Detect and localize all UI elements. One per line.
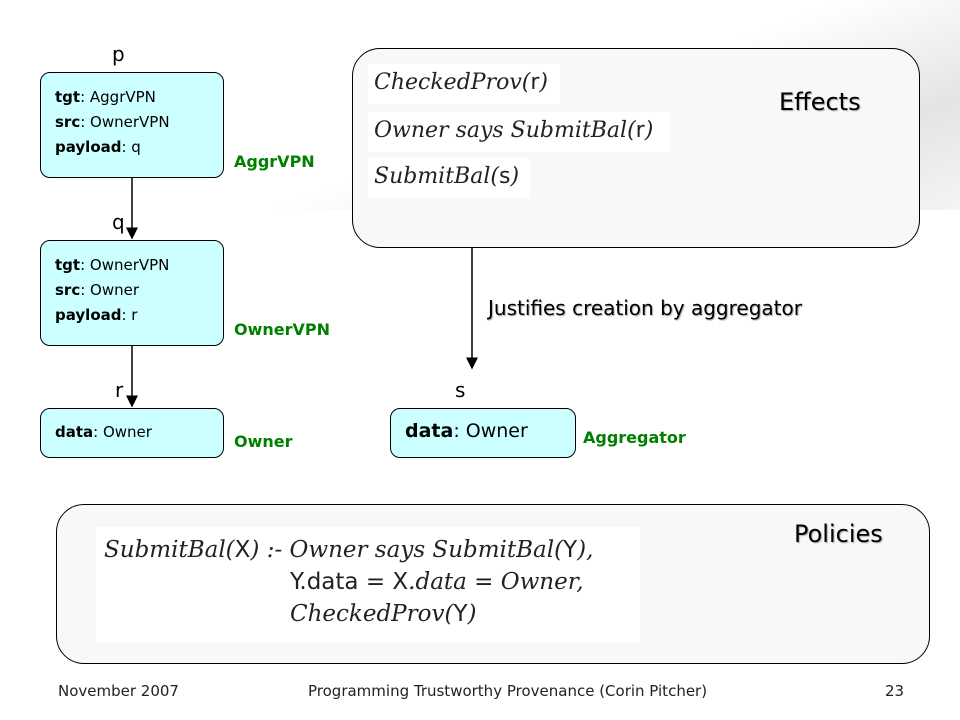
policy-text: .data =	[299, 569, 393, 595]
field-key: payload	[55, 138, 122, 156]
packet-label-s: s	[455, 378, 466, 402]
field-value: : Owner	[453, 420, 528, 442]
field-value: : AggrVPN	[80, 88, 156, 106]
effects-title: Effects	[779, 88, 861, 116]
packet-r: data: Owner	[40, 408, 224, 458]
packet-label-q: q	[112, 210, 125, 234]
packet-p: tgt: AggrVPN src: OwnerVPN payload: q	[40, 72, 224, 178]
field-value: : OwnerVPN	[80, 113, 170, 131]
field-key: tgt	[55, 256, 81, 274]
effect-close: )	[510, 164, 520, 189]
field-key: payload	[55, 306, 122, 324]
field-key: src	[55, 281, 81, 299]
policy-line-3: CheckedProv(Y)	[290, 601, 477, 627]
owner-label-ownervpn: OwnerVPN	[234, 320, 331, 339]
policies-title: Policies	[794, 520, 883, 548]
effect-owner-says-submitbal: Owner says SubmitBal(r)	[368, 112, 670, 152]
policy-var: Y	[290, 569, 300, 595]
effect-predicate: CheckedProv(	[374, 70, 531, 95]
footer-title: Programming Trustworthy Provenance (Cori…	[308, 682, 708, 700]
policy-text: )	[467, 601, 477, 627]
field-key: data	[405, 420, 454, 442]
footer-page-number: 23	[885, 682, 905, 700]
packet-label-r: r	[115, 378, 124, 402]
owner-label-aggrvpn: AggrVPN	[234, 152, 315, 171]
policy-text: .data = Owner,	[408, 569, 584, 595]
field-value: : Owner	[93, 423, 152, 441]
effect-argument: r	[530, 70, 540, 95]
field-value: : q	[121, 138, 141, 156]
packet-q: tgt: OwnerVPN src: Owner payload: r	[40, 240, 224, 346]
policy-text: CheckedProv(	[290, 601, 454, 627]
policy-rule: SubmitBal(X) :- Owner says SubmitBal(Y),…	[96, 527, 640, 642]
effect-predicate: SubmitBal(	[374, 164, 499, 189]
policy-var: X	[392, 569, 409, 595]
effect-argument: s	[498, 164, 511, 189]
effect-argument: r	[635, 118, 645, 143]
field-key: src	[55, 113, 81, 131]
field-value: : Owner	[80, 281, 140, 299]
justification-text: Justifies creation by aggregator	[488, 296, 802, 320]
policy-var: Y	[563, 537, 578, 563]
policy-text: ) :- Owner says SubmitBal(	[250, 537, 564, 563]
policy-line-2: Y.data = X.data = Owner,	[290, 569, 584, 595]
policy-var: Y	[453, 601, 468, 627]
effect-close: )	[644, 118, 654, 143]
packet-label-p: p	[112, 42, 125, 66]
effect-predicate: Owner says SubmitBal(	[374, 118, 636, 143]
effect-checkedprov: CheckedProv(r)	[368, 64, 560, 104]
effect-close: )	[539, 70, 548, 95]
policy-text: ),	[577, 537, 594, 563]
footer-date: November 2007	[58, 682, 179, 700]
policy-var: X	[234, 537, 251, 563]
effect-submitbal-s: SubmitBal(s)	[368, 158, 530, 198]
policy-line-1: SubmitBal(X) :- Owner says SubmitBal(Y),	[104, 537, 593, 563]
owner-label-owner: Owner	[234, 432, 293, 451]
field-key: data	[55, 423, 94, 441]
packet-s: data: Owner	[390, 408, 576, 458]
field-key: tgt	[55, 88, 81, 106]
field-value: : OwnerVPN	[80, 256, 170, 274]
owner-label-aggregator: Aggregator	[583, 428, 686, 447]
policy-text: SubmitBal(	[104, 537, 235, 563]
field-value: : r	[121, 306, 138, 324]
